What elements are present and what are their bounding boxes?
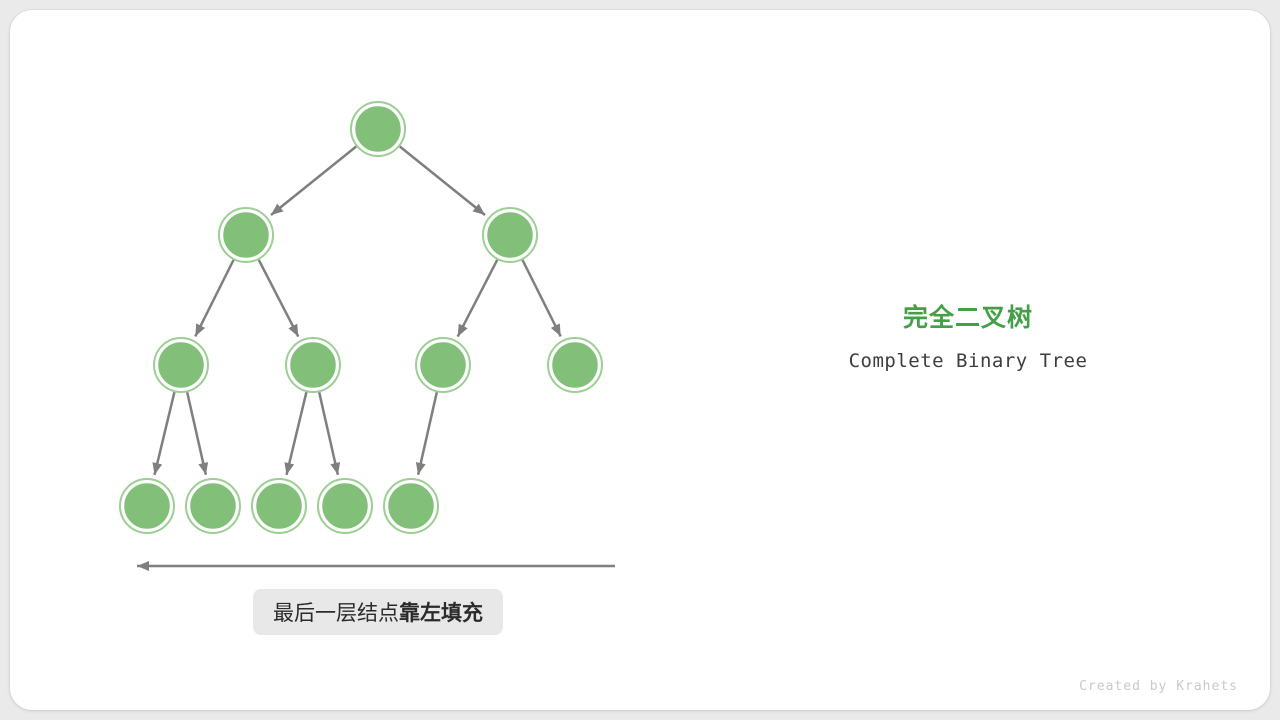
tree-edge [284, 391, 308, 476]
content-card [10, 10, 1270, 710]
tree-node [317, 478, 373, 534]
diagram-subtitle: Complete Binary Tree [848, 350, 1088, 372]
tree-node [547, 337, 603, 393]
tree-edge [257, 259, 300, 338]
tree-edge [399, 145, 486, 216]
caption-text-bold: 靠左填充 [399, 602, 483, 625]
tree-edge [521, 259, 562, 337]
tree-edge [415, 392, 439, 476]
tree-node [285, 337, 341, 393]
tree-nodes-layer [119, 101, 603, 534]
tree-node [218, 207, 274, 263]
tree-node [482, 207, 538, 263]
tree-node [153, 337, 209, 393]
tree-node [350, 101, 406, 157]
tree-node [185, 478, 241, 534]
tree-node [383, 478, 439, 534]
diagram-title: 完全二叉树 [902, 304, 1033, 332]
title-block: 完全二叉树 Complete Binary Tree [768, 298, 1168, 372]
watermark: Created by Krahets [1079, 679, 1238, 694]
tree-edge [152, 391, 176, 476]
tree-edge [456, 259, 499, 338]
tree-node [119, 478, 175, 534]
tree-edge [317, 392, 341, 476]
caption-text-normal: 最后一层结点 [273, 602, 399, 625]
tree-node [251, 478, 307, 534]
tree-node [415, 337, 471, 393]
tree-edge [185, 392, 209, 476]
tree-edge [270, 145, 357, 216]
tree-edges-layer [152, 145, 562, 476]
caption-box: 最后一层结点靠左填充 [253, 589, 503, 635]
tree-edge [194, 259, 235, 337]
